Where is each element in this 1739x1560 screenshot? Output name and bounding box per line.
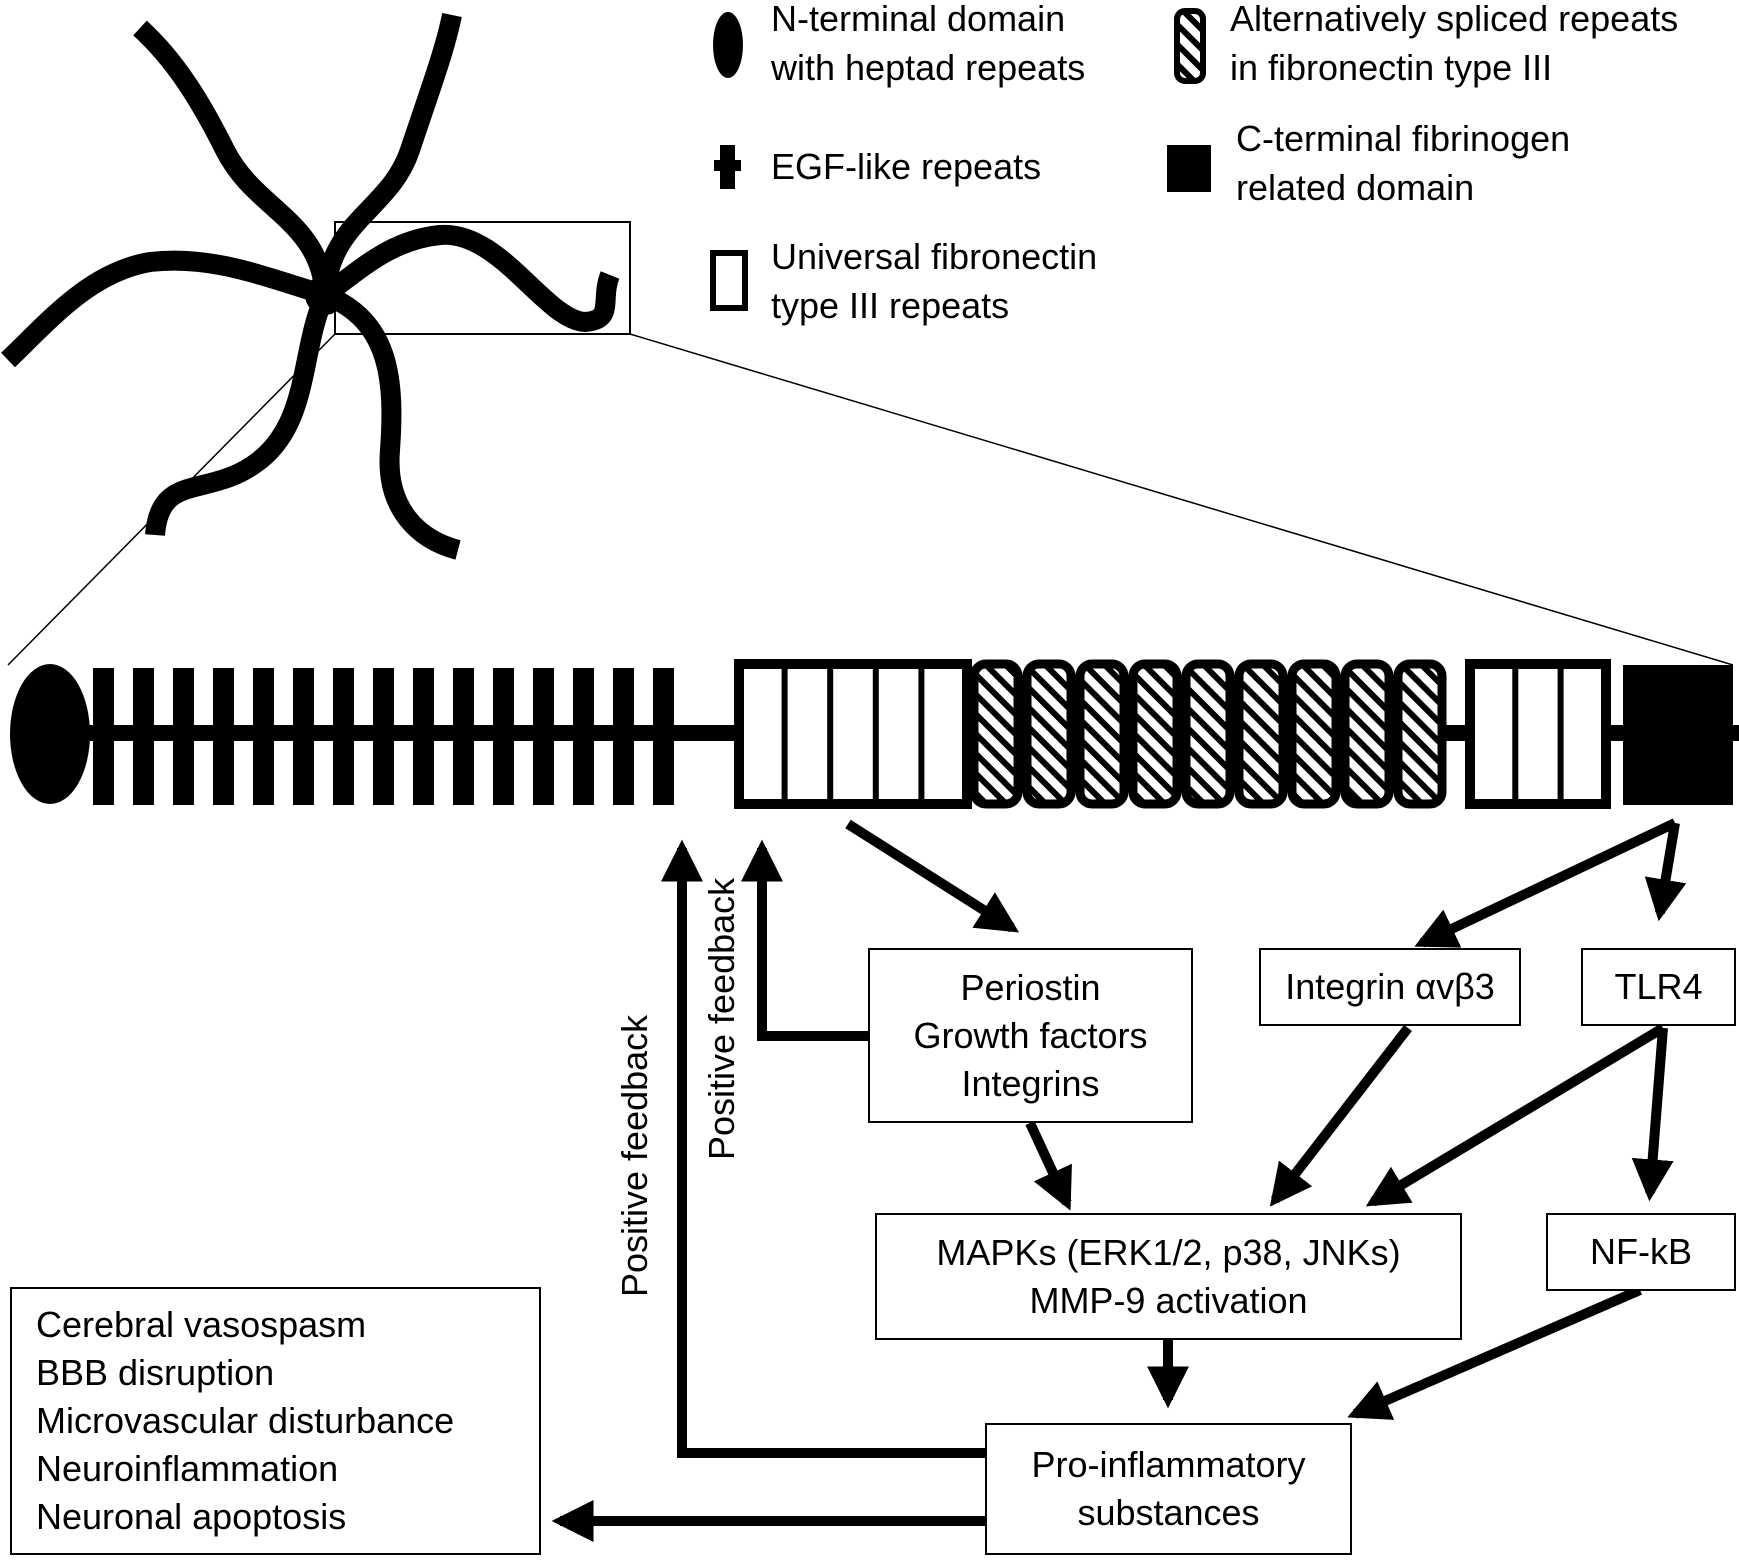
alt-spliced-repeat xyxy=(1075,659,1129,809)
egf-like-repeat xyxy=(293,668,314,805)
alt-spliced-repeat xyxy=(969,659,1023,809)
arm-bottom-left xyxy=(145,290,335,537)
hexabrachion-molecule xyxy=(1,12,620,560)
arrow-tlr4-to-mapks xyxy=(1365,1023,1666,1207)
legend-symbols xyxy=(710,8,1211,311)
egf-like-repeats xyxy=(93,668,674,805)
arrow-nfkb-to-proinflam xyxy=(1347,1285,1642,1420)
alt-spliced-repeat xyxy=(1393,659,1447,809)
arm-right xyxy=(319,224,620,332)
legend-alt-spliced-icon xyxy=(1174,8,1206,84)
alternatively-spliced-repeats xyxy=(969,659,1447,809)
egf-like-repeat xyxy=(213,668,234,805)
outcomes-box: Cerebral vasospasm BBB disruption Microv… xyxy=(10,1287,541,1555)
proinflammatory-box: Pro-inflammatory substances xyxy=(985,1423,1352,1555)
egf-like-repeat xyxy=(573,668,594,805)
legend-c-terminal-icon xyxy=(1167,145,1211,192)
arrow-fbg-to-integrin xyxy=(1414,818,1678,948)
arrow-periostin-to-mapks xyxy=(1025,1120,1072,1211)
egf-like-repeat xyxy=(453,668,474,805)
positive-feedback-outer-label: Positive feedback xyxy=(614,1014,655,1297)
arm-top-left xyxy=(133,20,335,297)
zoom-line-right xyxy=(629,333,1734,666)
arrow-fbg-to-tlr4 xyxy=(1644,822,1687,922)
alt-spliced-repeat xyxy=(1022,659,1076,809)
periostin-box: Periostin Growth factors Integrins xyxy=(868,948,1193,1123)
domain-bar xyxy=(10,659,1739,809)
alt-spliced-repeat xyxy=(1287,659,1341,809)
integrin-box: Integrin αvβ3 xyxy=(1259,948,1521,1026)
arm-top-right xyxy=(315,12,462,296)
legend-universal-fn3-icon xyxy=(710,250,748,311)
egf-like-repeat xyxy=(93,668,114,805)
arrow-integrin-to-mapks xyxy=(1269,1024,1412,1207)
egf-like-repeat xyxy=(653,668,674,805)
arrow-tlr4-to-nfkb xyxy=(1631,1027,1674,1202)
universal-fn3-repeats-b xyxy=(1465,659,1611,809)
egf-like-repeat xyxy=(133,668,154,805)
legend-egf-label: EGF-like repeats xyxy=(771,146,1042,187)
egf-like-repeat xyxy=(333,668,354,805)
universal-fn3-repeats-a xyxy=(734,659,972,809)
egf-like-repeat xyxy=(253,668,274,805)
egf-like-repeat xyxy=(533,668,554,805)
n-terminal-domain xyxy=(10,664,90,804)
egf-like-repeat xyxy=(613,668,634,805)
legend-egf-icon-h xyxy=(714,160,741,171)
connectors xyxy=(551,818,1687,1542)
alt-spliced-repeat xyxy=(1340,659,1394,809)
arm-bottom-right xyxy=(321,285,461,560)
tlr4-box: TLR4 xyxy=(1581,948,1736,1026)
alt-spliced-repeat xyxy=(1234,659,1288,809)
egf-like-repeat xyxy=(173,668,194,805)
alt-spliced-repeat xyxy=(1181,659,1235,809)
egf-like-repeat xyxy=(413,668,434,805)
feedback-outer-path xyxy=(661,839,985,1458)
mapks-box: MAPKs (ERK1/2, p38, JNKs) MMP-9 activati… xyxy=(875,1213,1462,1340)
arm-left xyxy=(1,250,328,368)
molecule-core xyxy=(305,275,345,315)
zoom-line-left xyxy=(7,333,336,666)
arrow-fn3-to-periostin xyxy=(845,819,1020,933)
egf-like-repeat xyxy=(373,668,394,805)
universal-fn3-block xyxy=(734,659,972,809)
zoom-box xyxy=(334,221,631,335)
universal-fn3-block xyxy=(1465,659,1611,809)
positive-feedback-inner-label: Positive feedback xyxy=(701,877,742,1160)
legend-n-terminal-icon xyxy=(713,12,743,78)
nfkb-box: NF-kB xyxy=(1546,1213,1736,1291)
egf-like-repeat xyxy=(493,668,514,805)
alt-spliced-repeat xyxy=(1128,659,1182,809)
feedback-inner-path xyxy=(741,839,868,1041)
c-terminal-fibrinogen-domain xyxy=(1623,665,1733,805)
